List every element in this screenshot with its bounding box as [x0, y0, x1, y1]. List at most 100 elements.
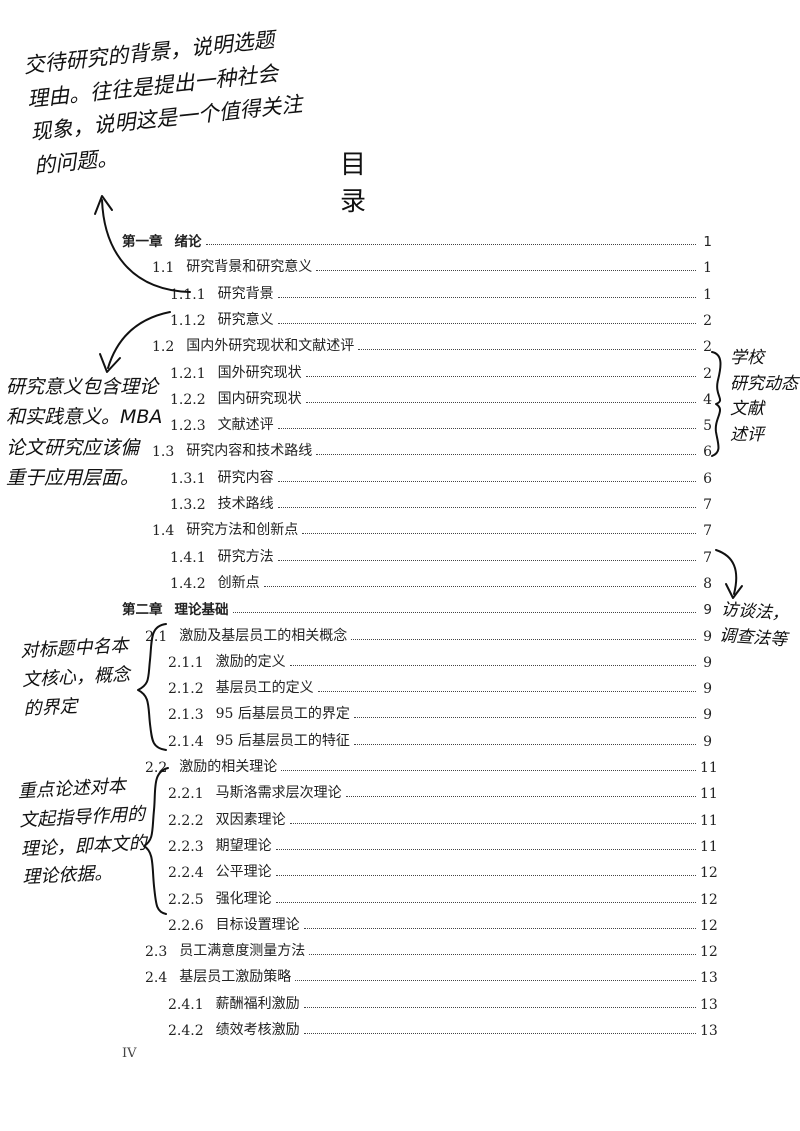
toc-entry-page: 9	[703, 733, 712, 750]
toc-entry-title: 研究内容和技术路线	[186, 443, 313, 460]
toc-entry-number: 2.2.4	[168, 865, 204, 882]
toc-entry-title: 国外研究现状	[217, 364, 302, 381]
toc-entry-number: 2.4	[145, 970, 168, 987]
toc-leader-dots	[303, 1006, 696, 1008]
toc-entry-page: 2	[703, 312, 712, 329]
toc-leader-dots	[309, 953, 696, 956]
toc-entry-title: 双因素理论	[215, 811, 286, 828]
toc-entry-title: 研究方法	[217, 548, 274, 565]
toc-entry-title: 马斯洛需求层次理论	[215, 785, 342, 802]
toc-entry-number: 2.2.3	[168, 838, 204, 855]
toc-entry-title: 绩效考核激励	[215, 1022, 300, 1038]
toc-entry-title: 公平理论	[215, 864, 272, 881]
toc-entry-number: 1.2.2	[170, 391, 206, 408]
toc-entry-number: 第一章	[122, 234, 163, 250]
toc-entry-page: 7	[703, 523, 712, 540]
toc-entry-title: 基层员工的定义	[215, 680, 314, 697]
toc-entry-number: 1.2.1	[170, 365, 206, 382]
toc-entry-title: 创新点	[217, 574, 260, 591]
arrowhead-significance	[99, 353, 121, 373]
toc-entry-page: 9	[703, 707, 712, 724]
toc-entry-number: 2.2.6	[168, 917, 204, 934]
arrowhead-methods	[725, 583, 743, 599]
toc-entry-title: 研究方法和创新点	[186, 522, 299, 539]
toc-entry-number: 1.3.2	[170, 497, 206, 513]
toc-entry-page: 9	[703, 628, 712, 645]
toc-entry-number: 2.1.4	[168, 733, 204, 750]
toc-entry-page: 9	[703, 681, 712, 698]
toc-leader-dots	[281, 769, 696, 771]
page-title: 目 录	[340, 150, 415, 217]
toc-leader-dots	[316, 453, 696, 456]
toc-leader-dots	[275, 848, 696, 850]
toc-entry: 1.2.2 国内研究现状 4	[170, 384, 712, 408]
toc-leader-dots	[277, 427, 696, 430]
toc-entry-page: 9	[703, 654, 712, 671]
toc-entry-title: 强化理论	[215, 890, 272, 907]
toc-entry-title: 激励及基层员工的相关概念	[179, 627, 348, 644]
footer-page-number: IV	[122, 1046, 137, 1061]
toc-entry-title: 国内研究现状	[217, 390, 302, 407]
toc-leader-dots	[277, 296, 696, 298]
toc-entry-number: 2.1.3	[168, 707, 204, 724]
toc-leader-dots	[303, 927, 696, 929]
toc-entry-title: 技术路线	[217, 496, 274, 512]
toc-entry-title: 研究内容	[217, 469, 274, 486]
toc-entry-title: 文献述评	[217, 417, 274, 434]
toc-leader-dots	[302, 532, 696, 535]
toc-entry: 1.2.1 国外研究现状 2	[170, 358, 712, 382]
toc-entry-title: 目标设置理论	[215, 916, 300, 933]
toc-entry-page: 9	[703, 602, 712, 619]
toc-entry-number: 2.1.1	[168, 654, 204, 671]
toc-entry-number: 2.4.2	[168, 1023, 204, 1039]
toc-leader-dots	[358, 348, 696, 351]
toc-entry-page: 7	[703, 549, 712, 566]
toc-entry-page: 7	[703, 497, 712, 513]
toc-entry-title: 绪论	[174, 234, 202, 250]
toc-entry-page: 8	[703, 575, 712, 592]
arrow-methods	[715, 549, 738, 595]
toc-entry-number: 2.3	[145, 944, 168, 961]
toc-leader-dots	[275, 874, 696, 877]
note-literature-review: 学校 研究动态， 文献 述评	[730, 348, 800, 445]
toc-entry-title: 研究意义	[217, 311, 274, 328]
toc-entry-number: 2.4.1	[168, 996, 204, 1013]
toc-entry-page: 4	[703, 391, 712, 408]
toc-leader-dots	[295, 979, 696, 982]
toc-entry-page: 6	[703, 470, 712, 487]
toc-entry-number: 1.4	[152, 523, 175, 540]
toc-leader-dots	[303, 1032, 696, 1034]
toc-leader-dots	[277, 322, 696, 324]
toc-entry-page: 6	[703, 444, 712, 461]
toc-entry-number: 2.2.5	[168, 891, 204, 908]
toc-entry-number: 1.1.2	[170, 312, 206, 329]
toc-entry: 第一章绪论 1	[122, 226, 712, 250]
toc-entry-number: 1.2	[152, 339, 175, 356]
toc-entry-title: 激励的定义	[215, 653, 286, 670]
toc-entry-page: 1	[703, 234, 712, 250]
toc-entry-title: 激励的相关理论	[179, 759, 278, 775]
toc-entry-number: 2.2.2	[168, 812, 204, 829]
toc-entry-page: 2	[703, 365, 712, 382]
toc-entry-page: 1	[703, 260, 712, 277]
toc-entry-title: 期望理论	[215, 837, 272, 854]
toc-entry: 1.1.2 研究意义 2	[170, 305, 712, 329]
toc-leader-dots	[353, 743, 696, 745]
toc-leader-dots	[351, 638, 696, 640]
toc-entry-number: 第二章	[122, 602, 163, 619]
toc-leader-dots	[277, 506, 696, 508]
arrow-background	[101, 199, 191, 293]
